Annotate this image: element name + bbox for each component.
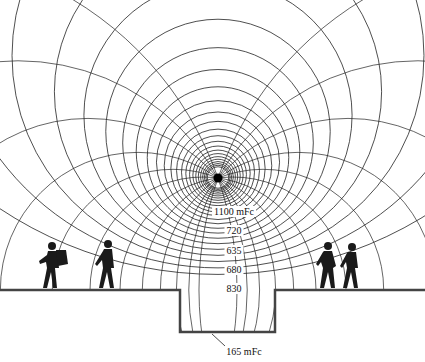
flux-line bbox=[160, 152, 425, 362]
field-line bbox=[0, 0, 425, 274]
field-line bbox=[201, 159, 236, 194]
conductor-dot bbox=[214, 174, 223, 183]
field-value-label: 680 bbox=[225, 264, 244, 275]
flux-line bbox=[176, 118, 425, 362]
people bbox=[39, 240, 358, 288]
field-value-label: 830 bbox=[225, 283, 244, 294]
field-line bbox=[12, 0, 424, 262]
field-line bbox=[171, 121, 265, 215]
flux-line bbox=[0, 118, 260, 362]
flux-line bbox=[0, 61, 247, 362]
field-line bbox=[136, 70, 300, 234]
flux-line bbox=[120, 177, 346, 362]
field-line bbox=[190, 146, 247, 203]
ground-trench bbox=[0, 290, 425, 332]
field-line bbox=[0, 0, 425, 268]
field-value-label: 720 bbox=[225, 225, 244, 236]
field-line bbox=[54, 0, 381, 255]
flux-line bbox=[189, 61, 425, 362]
field-line bbox=[182, 136, 255, 209]
flux-line bbox=[199, 0, 425, 362]
field-line bbox=[123, 48, 314, 239]
field-line bbox=[156, 101, 279, 224]
field-line bbox=[198, 157, 237, 196]
field-value-label: 1100 mFc bbox=[212, 206, 256, 217]
field-value-label: 165 mFc bbox=[224, 346, 263, 357]
field-line bbox=[186, 141, 250, 205]
field-value-label: 635 bbox=[225, 245, 244, 256]
flux-line bbox=[90, 177, 316, 362]
flux-line bbox=[0, 0, 237, 362]
flux-line bbox=[0, 152, 275, 362]
leader-line bbox=[212, 334, 225, 346]
field-line bbox=[147, 87, 289, 229]
field-line bbox=[106, 19, 330, 243]
